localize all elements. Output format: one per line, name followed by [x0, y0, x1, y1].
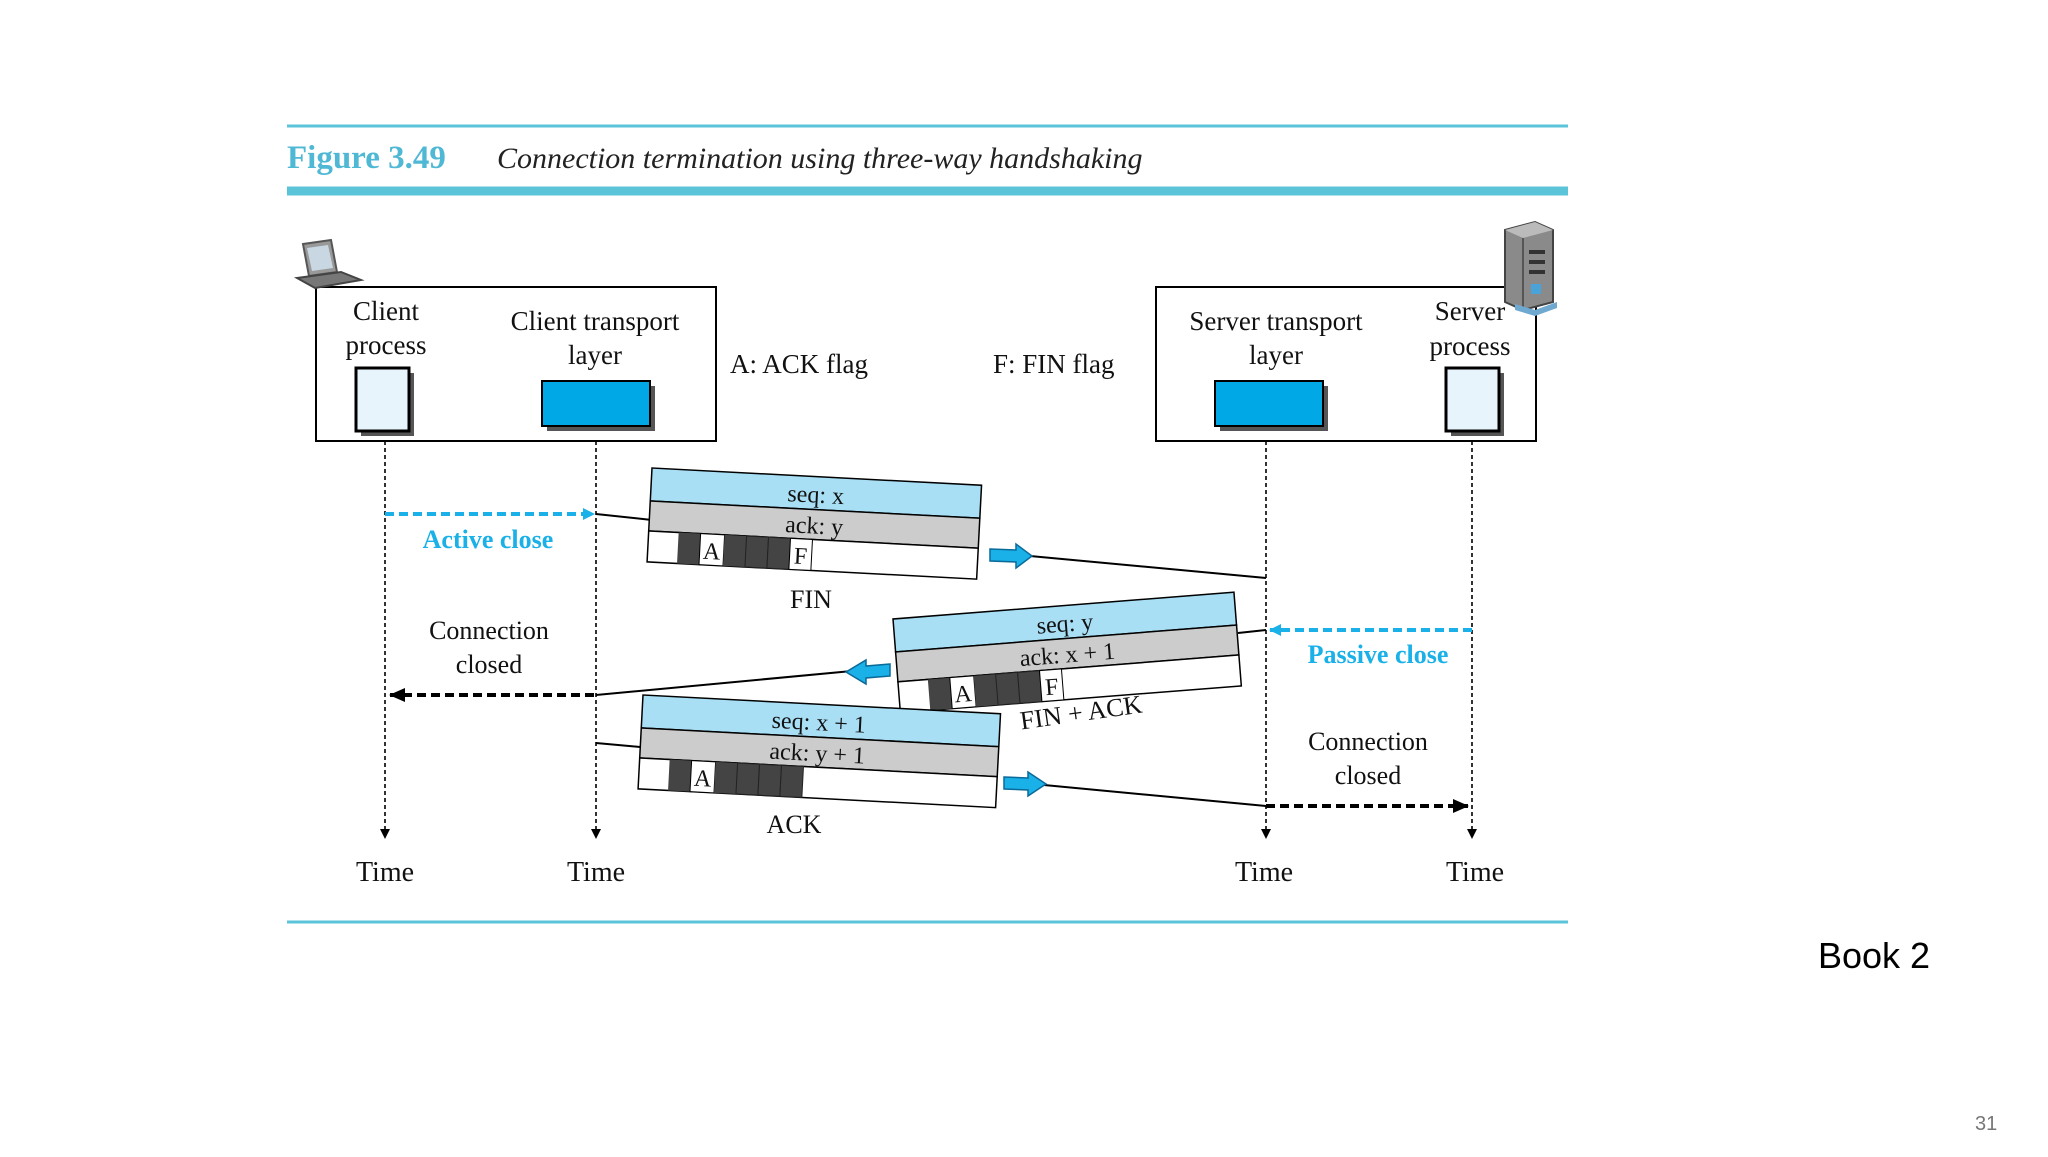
client-transport-label-2: layer	[568, 340, 622, 370]
ack-ack-text: ack: y + 1	[769, 739, 866, 770]
ack-segment: seq: x + 1 ack: y + 1 A	[637, 694, 1002, 809]
client-transport-symbol	[541, 380, 651, 427]
fin-seq-text: seq: x	[787, 481, 845, 510]
fin-flag-bit	[677, 532, 701, 565]
time-label-server-transport: Time	[1235, 857, 1293, 888]
server-process-label-1: Server	[1435, 296, 1505, 326]
ack-line-end	[1043, 784, 1267, 807]
finack-line-end	[595, 670, 853, 696]
finack-flag-bit	[927, 677, 953, 711]
server-transport-label-1: Server transport	[1189, 306, 1363, 336]
server-closed-label-1: Connection	[1308, 727, 1428, 756]
fin-ack-text: ack: y	[785, 512, 844, 541]
time-label-client-process: Time	[356, 857, 414, 888]
finack-seq-text: seq: y	[1036, 609, 1095, 639]
ack-segment-name: ACK	[767, 810, 822, 839]
fin-f-flag: F	[793, 544, 808, 571]
finack-flag-bit	[1017, 670, 1043, 704]
ack-seq-text: seq: x + 1	[771, 708, 866, 739]
server-transport-symbol	[1214, 380, 1324, 427]
server-tower-icon	[1504, 220, 1557, 316]
time-label-server-process: Time	[1446, 857, 1504, 888]
ack-flag-bit	[757, 763, 783, 797]
fin-direction-arrow	[989, 542, 1034, 570]
ack-flag-bit	[779, 764, 805, 798]
client-process-label-2: process	[346, 330, 427, 360]
ack-flag-bit	[668, 759, 692, 792]
book-label: Book 2	[1818, 935, 1931, 976]
ack-a-flag: A	[693, 766, 712, 793]
time-label-client-transport: Time	[567, 857, 625, 888]
finack-direction-arrow	[844, 658, 891, 686]
ack-flag-bit	[735, 762, 761, 796]
fin-segment: seq: x ack: y A F	[646, 467, 983, 580]
fin-line-start	[595, 513, 653, 521]
fin-flag-bit	[744, 535, 770, 569]
finack-f-flag: F	[1044, 674, 1059, 701]
finack-line-start	[1237, 629, 1267, 634]
client-process-label-1: Client	[353, 296, 419, 326]
legend-fin-flag: F: FIN flag	[993, 349, 1115, 379]
server-closed-label-2: closed	[1335, 761, 1401, 790]
fin-flag-bit	[766, 536, 792, 570]
server-transport-label-2: layer	[1249, 340, 1303, 370]
client-closed-label-1: Connection	[429, 616, 549, 645]
finack-flag-fin-cell	[1038, 668, 1065, 703]
ack-line-start	[595, 742, 641, 748]
fin-flag-bit	[722, 534, 747, 568]
passive-close-label: Passive close	[1308, 640, 1449, 669]
server-process-symbol	[1444, 366, 1501, 433]
fin-segment-name: FIN	[790, 585, 832, 614]
finack-flag-bit	[995, 671, 1021, 706]
finack-a-flag: A	[953, 681, 973, 708]
finack-segment: seq: y ack: x + 1 A F	[892, 591, 1243, 714]
finack-flag-bit	[973, 674, 999, 707]
client-transport-label-1: Client transport	[511, 306, 680, 336]
client-process-symbol	[354, 366, 411, 433]
ack-flag-bit	[713, 761, 738, 795]
fin-line-end	[1029, 555, 1267, 579]
fin-a-flag: A	[702, 539, 721, 566]
fin-flag-fin-cell	[788, 537, 814, 571]
figure-number: Figure 3.49	[287, 140, 446, 176]
laptop-icon	[293, 238, 365, 290]
legend-ack-flag: A: ACK flag	[730, 349, 868, 379]
page-number: 31	[1975, 1113, 1998, 1135]
server-process-label-2: process	[1430, 331, 1511, 361]
active-close-label: Active close	[423, 525, 554, 554]
ack-direction-arrow	[1003, 770, 1048, 798]
figure-caption: Connection termination using three-way h…	[497, 142, 1142, 175]
client-closed-label-2: closed	[456, 650, 522, 679]
